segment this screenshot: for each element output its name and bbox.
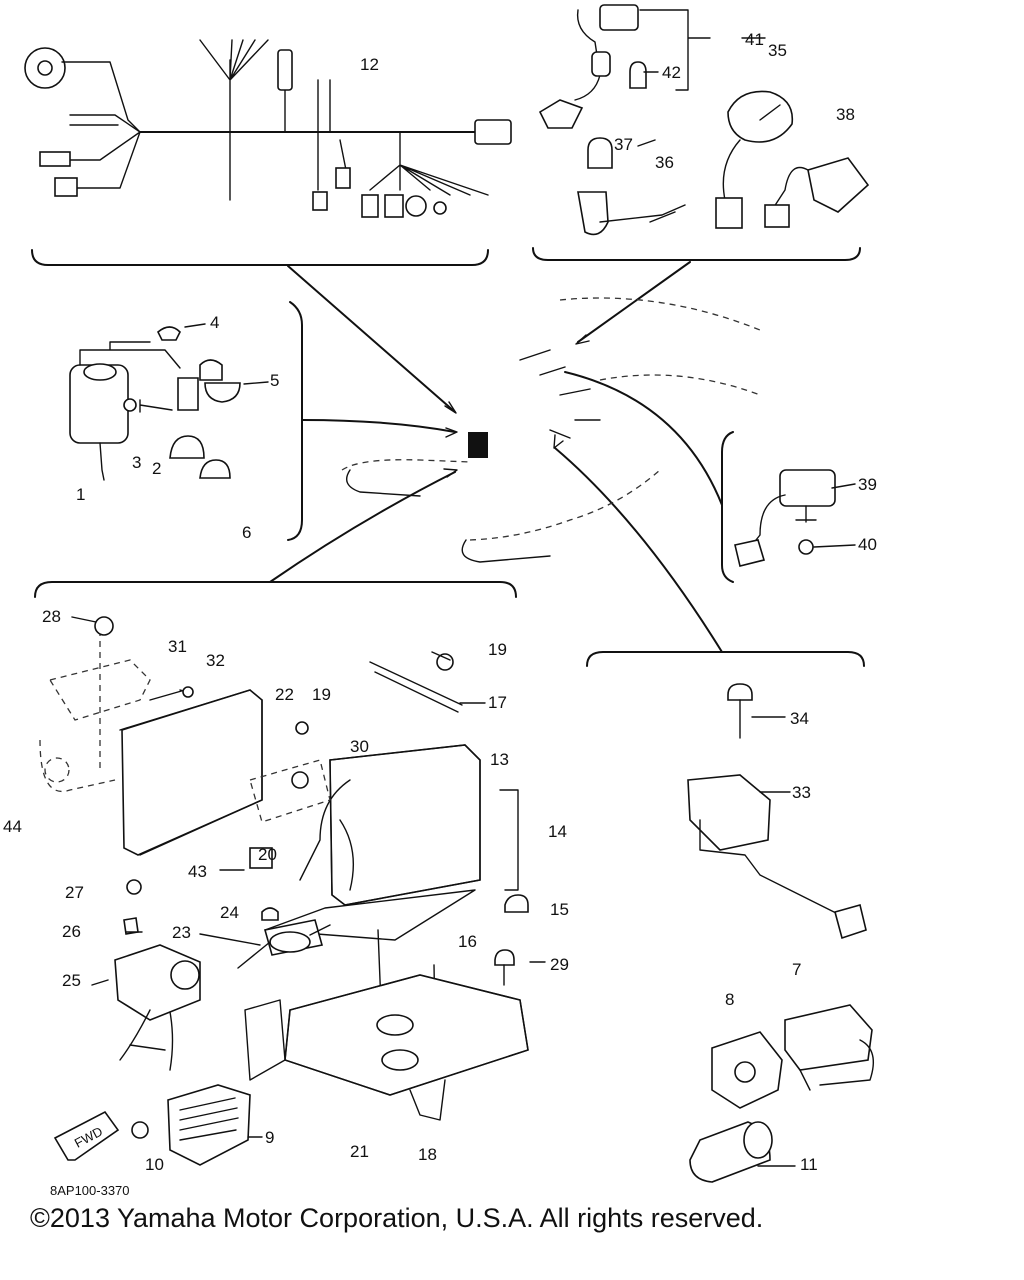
callout-6: 6: [242, 523, 251, 542]
leader-harness: [287, 265, 456, 413]
vehicle-outline: [341, 297, 761, 563]
callout-10: 10: [145, 1155, 164, 1174]
leader-coil: [302, 419, 456, 433]
lamp-switch-parts: [538, 4, 870, 236]
callout-40: 40: [858, 535, 877, 554]
callout-31: 31: [168, 637, 187, 656]
callout-37: 37: [614, 135, 633, 154]
callout-7: 7: [792, 960, 801, 979]
callout-29: 29: [550, 955, 569, 974]
leader-cdi: [554, 447, 723, 653]
callout-32: 32: [206, 651, 225, 670]
ignition-coil-group-bracket: [287, 301, 303, 541]
callout-28: 28: [42, 607, 61, 626]
relay-group-bracket: [721, 431, 734, 583]
callout-11: 11: [800, 1155, 818, 1174]
callout-43: 43: [188, 862, 207, 881]
ignition-coil-parts: [69, 326, 241, 481]
callout-39: 39: [858, 475, 877, 494]
leader-lamp: [577, 261, 691, 343]
callout-33: 33: [792, 783, 811, 802]
leader-relay: [564, 371, 723, 506]
callout-25: 25: [62, 971, 81, 990]
callout-1: 1: [76, 485, 85, 504]
callout-leaders: [71, 37, 856, 1167]
wire-harness: [24, 39, 512, 218]
callout-38: 38: [836, 105, 855, 124]
callout-16: 16: [458, 932, 477, 951]
callout-22: 22: [275, 685, 294, 704]
callout-17: 17: [488, 693, 507, 712]
lamp-switch-group-bracket: [532, 247, 861, 261]
arrowheads: [443, 334, 590, 478]
callout-34: 34: [790, 709, 809, 728]
callout-41: 41: [745, 30, 764, 49]
callout-42: 42: [662, 63, 681, 82]
copyright-notice: ©2013 Yamaha Motor Corporation, U.S.A. A…: [30, 1203, 764, 1233]
callout-4: 4: [210, 313, 219, 332]
callout-2: 2: [152, 459, 161, 478]
callout-13: 13: [490, 750, 509, 769]
callout-14: 14: [548, 822, 567, 841]
drawing-code: 8AP100-3370: [50, 1183, 130, 1198]
callout-21: 21: [350, 1142, 369, 1161]
callout-26: 26: [62, 922, 81, 941]
relay-parts: [734, 469, 836, 567]
callout-23: 23: [172, 923, 191, 942]
callout-9: 9: [265, 1128, 274, 1147]
callout-30: 30: [350, 737, 369, 756]
callout-19a: 19: [488, 640, 507, 659]
callout-20: 20: [258, 845, 277, 864]
battery-box-parts: [39, 616, 529, 1121]
callout-36: 36: [655, 153, 674, 172]
cdi-rectifier-parts: [53, 683, 874, 1183]
callout-35: 35: [768, 41, 787, 60]
callout-24: 24: [220, 903, 239, 922]
callout-12: 12: [360, 55, 379, 74]
callout-19b: 19: [312, 685, 331, 704]
callout-labels: 12 41 42 35 38 37 36 4 5 3 2 1 6 39 40 2…: [3, 30, 877, 1174]
leader-battery: [269, 471, 456, 583]
callout-8: 8: [725, 990, 734, 1009]
callout-44: 44: [3, 817, 22, 836]
callout-27: 27: [65, 883, 84, 902]
harness-group-bracket: [31, 249, 489, 266]
cdi-group-bracket: [586, 651, 865, 667]
callout-3: 3: [132, 453, 141, 472]
callout-18: 18: [418, 1145, 437, 1164]
callout-15: 15: [550, 900, 569, 919]
battery-group-bracket: [34, 581, 517, 598]
callout-5: 5: [270, 371, 279, 390]
